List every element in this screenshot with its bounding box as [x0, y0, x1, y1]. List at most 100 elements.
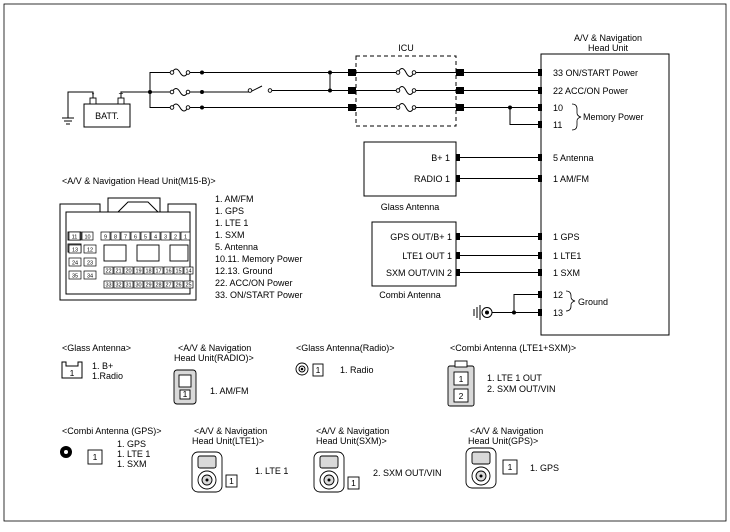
m15b-pin-9: 9: [104, 235, 107, 241]
memory-power-brace: [571, 103, 582, 131]
m15b-legend: 1. AM/FM 1. GPS 1. LTE 1 1. SXM 5. Anten…: [215, 194, 303, 300]
m15b-pin-5-cell: [140, 231, 151, 241]
m15b-legend-3: 1. LTE 1: [215, 218, 248, 228]
m15b-pin-28: 28: [155, 283, 161, 289]
m15b-pin-12: 12: [87, 248, 93, 254]
m15b-pin-24-cell: [68, 257, 82, 267]
m15b-pin-16: 16: [165, 269, 171, 275]
m15b-pin-2: 2: [174, 235, 177, 241]
conn-combi-lte-sxm: <Combi Antenna (LTE1+SXM)> 1 2 1. LTE 1 …: [447, 343, 576, 407]
m15b-pin-35: 35: [72, 274, 78, 280]
glass-antenna-wires: [460, 157, 538, 179]
conn-sxm-legend: 2. SXM OUT/VIN: [373, 468, 442, 478]
m15b-pin-34-cell: [83, 270, 97, 280]
glass-antenna-pin-radio: RADIO 1: [414, 174, 450, 184]
m15b-pin-10: 10: [84, 235, 90, 241]
m15b-pin-21-cell: [113, 266, 124, 275]
combi-antenna-label: Combi Antenna: [379, 290, 441, 300]
m15b-pin-15: 15: [175, 269, 181, 275]
conn-combi-lte-title: <Combi Antenna (LTE1+SXM)>: [450, 343, 576, 353]
icu-fuse-2: [356, 86, 456, 95]
battery: BATT. - +: [62, 88, 150, 128]
m15b-legend-4: 1. SXM: [215, 230, 245, 240]
m15b-pin-23-cell: [83, 257, 97, 267]
m15b-pin-18-cell: [143, 266, 154, 275]
conn-glass-antenna-title: <Glass Antenna>: [62, 343, 131, 353]
m15b-pin-4: 4: [154, 235, 157, 241]
page-border: [3, 3, 727, 522]
conn-gps-title-2: Head Unit(GPS)>: [468, 436, 538, 446]
conn-glass-radio-title: <Glass Antenna(Radio)>: [296, 343, 395, 353]
m15b-legend-5: 5. Antenna: [215, 242, 258, 252]
m15b-pin-10-cell: [81, 231, 94, 241]
conn-radio-pin: 1: [183, 389, 188, 399]
m15b-pin-13-cell: [68, 244, 82, 254]
m15b-pin-26-cell: [173, 280, 184, 289]
m15b-pin-7: 7: [124, 235, 127, 241]
m15b-pin-11-cell: [68, 231, 81, 241]
m15b-pin-13: 13: [72, 248, 78, 254]
ground-connection: [473, 294, 538, 320]
conn-glass-antenna-legend-1: 1. B+: [92, 361, 113, 371]
pin-11-label: 11: [553, 120, 562, 130]
head-unit-title-1: A/V & Navigation: [574, 33, 642, 43]
m15b-pin-14: 14: [185, 269, 191, 275]
conn-combi-gps-pin: 1: [93, 452, 98, 462]
conn-glass-antenna-shape: [61, 361, 83, 379]
conn-radio-title-1: <A/V & Navigation: [178, 343, 251, 353]
feed-wire-3: [149, 92, 348, 112]
m15b-pin-30: 30: [135, 283, 141, 289]
connector-m15b-inner: [65, 211, 191, 295]
m15b-pin-33: 33: [105, 283, 111, 289]
m15b-pin-3: 3: [164, 235, 167, 241]
conn-glass-radio-pin: 1: [316, 365, 321, 375]
conn-combi-lte-pin-2: 2: [459, 391, 464, 401]
conn-lte1-legend: 1. LTE 1: [255, 466, 288, 476]
m15b-pin-11: 11: [72, 235, 78, 241]
ground-label: Ground: [578, 297, 608, 307]
pin-1-gps-label: 1 GPS: [553, 232, 580, 242]
m15b-legend-2: 1. GPS: [215, 206, 244, 216]
m15b-pin-3-cell: [160, 231, 171, 241]
conn-sxm-title-1: <A/V & Navigation: [316, 426, 389, 436]
m15b-legend-7: 12.13. Ground: [215, 266, 273, 276]
m15b-legend-8: 22. ACC/ON Power: [215, 278, 293, 288]
ground-brace: [565, 290, 576, 312]
m15b-pin-20-cell: [123, 266, 134, 275]
m15b-pin-6-cell: [130, 231, 141, 241]
conn-combi-gps-legend-3: 1. SXM: [117, 459, 147, 469]
pin-5-antenna-label: 5 Antenna: [553, 153, 594, 163]
conn-combi-gps-title: <Combi Antenna (GPS)>: [62, 426, 162, 436]
conn-combi-gps-legend-2: 1. LTE 1: [117, 449, 150, 459]
pin-12-label: 12: [553, 290, 563, 300]
conn-sxm-title-2: Head Unit(SXM)>: [316, 436, 387, 446]
head-unit-title-2: Head Unit: [588, 43, 629, 53]
m15b-pin-4-cell: [150, 231, 161, 241]
conn-lte1-pin: 1: [229, 476, 234, 486]
pin-1-sxm-label: 1 SXM: [553, 268, 580, 278]
glass-antenna-box: [363, 141, 457, 197]
m15b-pin-23: 23: [87, 261, 93, 267]
pin-1-amfm-label: 1 AM/FM: [553, 174, 589, 184]
m15b-pin-2-cell: [170, 231, 181, 241]
icu: ICU: [348, 43, 464, 127]
m15b-pin-24: 24: [72, 261, 78, 267]
m15b-pin-31-cell: [123, 280, 134, 289]
conn-head-unit-radio: <A/V & Navigation Head Unit(RADIO)> 1 1.…: [173, 343, 254, 405]
conn-sxm-pin: 1: [351, 478, 356, 488]
connector-m15b: <A/V & Navigation Head Unit(M15-B)> 11 10…: [59, 176, 216, 301]
m15b-pin-19: 19: [135, 269, 141, 275]
conn-radio-title-2: Head Unit(RADIO)>: [174, 353, 254, 363]
connector-m15b-title: <A/V & Navigation Head Unit(M15-B)>: [62, 176, 216, 186]
pin-22-label: 22 ACC/ON Power: [553, 86, 628, 96]
conn-combi-lte-legend-1: 1. LTE 1 OUT: [487, 373, 542, 383]
connector-m15b-latch: [116, 201, 160, 213]
m15b-pin-8: 8: [114, 235, 117, 241]
conn-gps-legend: 1. GPS: [530, 463, 559, 473]
m15b-pin-18: 18: [145, 269, 151, 275]
icu-fuse-3: [356, 103, 456, 112]
combi-antenna: GPS OUT/B+ 1 LTE1 OUT 1 SXM OUT/VIN 2 Co…: [371, 221, 538, 300]
